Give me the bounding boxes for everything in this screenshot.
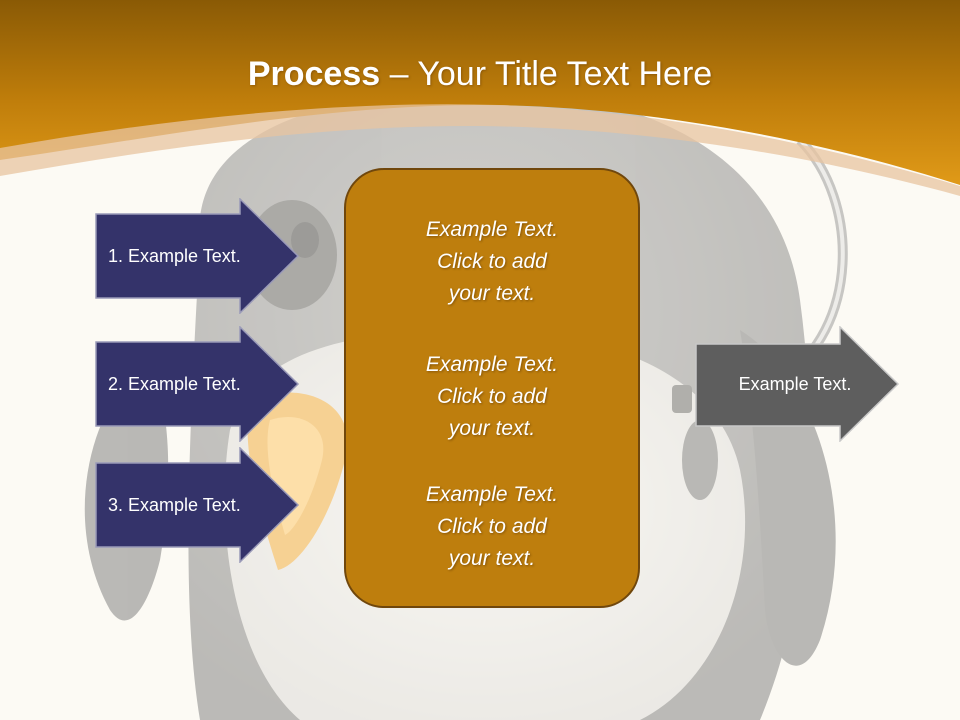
block-line: your text. <box>448 547 536 570</box>
arrow-shape-icon <box>95 447 300 563</box>
header-swoosh <box>0 104 960 196</box>
block-line: your text. <box>448 417 536 440</box>
left-arrow-1-label: 1. Example Text. <box>108 245 241 266</box>
block-line: Example Text. <box>425 353 559 376</box>
text-block-1: Example Text. Click to add your text. <box>346 214 638 310</box>
arrow-shape-icon <box>95 326 300 442</box>
arrow-shape-icon <box>695 326 900 442</box>
title-bold: Process <box>247 55 381 93</box>
block-line: Example Text. <box>425 483 559 506</box>
block-line: Click to add <box>437 385 547 408</box>
text-block-3: Example Text. Click to add your text. <box>346 479 638 575</box>
text-block-2: Example Text. Click to add your text. <box>346 349 638 445</box>
left-arrow-2-label: 2. Example Text. <box>108 373 241 394</box>
center-text-box[interactable]: Example Text. Click to add your text. Ex… <box>344 168 640 608</box>
left-arrow-3-label: 3. Example Text. <box>108 494 241 515</box>
left-arrow-2[interactable]: 2. Example Text. <box>95 326 300 442</box>
slide-title: Process – Your Title Text Here <box>0 52 960 96</box>
block-line: your text. <box>448 282 536 305</box>
block-line: Example Text. <box>425 218 559 241</box>
block-line: Click to add <box>437 250 547 273</box>
left-arrow-3[interactable]: 3. Example Text. <box>95 447 300 563</box>
right-arrow-label: Example Text. <box>738 373 852 394</box>
title-rest: – Your Title Text Here <box>380 55 713 93</box>
right-arrow[interactable]: Example Text. <box>695 326 900 442</box>
arrow-shape-icon <box>95 198 300 314</box>
left-arrow-1[interactable]: 1. Example Text. <box>95 198 300 314</box>
block-line: Click to add <box>437 515 547 538</box>
header-band <box>0 0 960 185</box>
